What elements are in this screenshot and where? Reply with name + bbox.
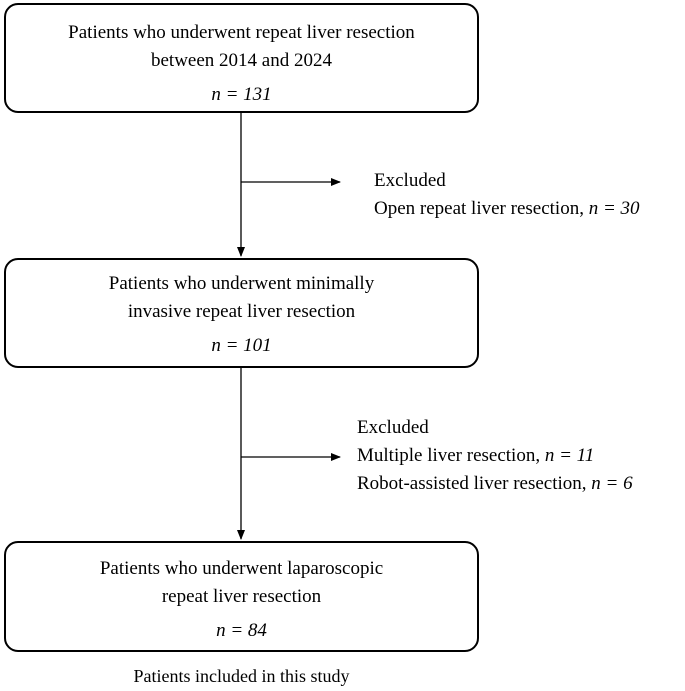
exclusion-item: Multiple liver resection, n = 11 [357, 445, 595, 466]
box-count: n = 84 [216, 620, 267, 641]
box-line: repeat liver resection [161, 586, 322, 607]
flow-box-minimally-invasive: Patients who underwent minimally invasiv… [4, 258, 479, 368]
exclusion-item: Robot-assisted liver resection, n = 6 [357, 473, 633, 494]
box-line: Patients who underwent repeat liver rese… [68, 22, 415, 43]
box-line: Patients who underwent laparoscopic [99, 558, 384, 579]
flow-box-laparoscopic: Patients who underwent laparoscopic repe… [4, 541, 479, 652]
box-line: Patients who underwent minimally [108, 273, 375, 294]
exclusion-note-2: Excluded Multiple liver resection, n = 1… [357, 414, 633, 498]
box-line: between 2014 and 2024 [151, 50, 332, 71]
box-count: n = 131 [211, 84, 272, 105]
exclusion-title: Excluded [374, 170, 446, 191]
exclusion-item: Open repeat liver resection, n = 30 [374, 198, 640, 219]
box-count: n = 101 [211, 335, 272, 356]
footer-caption: Patients included in this study [133, 666, 350, 686]
exclusion-note-1: Excluded Open repeat liver resection, n … [374, 167, 640, 223]
exclusion-title: Excluded [357, 417, 429, 438]
box-line: invasive repeat liver resection [127, 301, 356, 322]
flow-box-initial-cohort: Patients who underwent repeat liver rese… [4, 3, 479, 113]
